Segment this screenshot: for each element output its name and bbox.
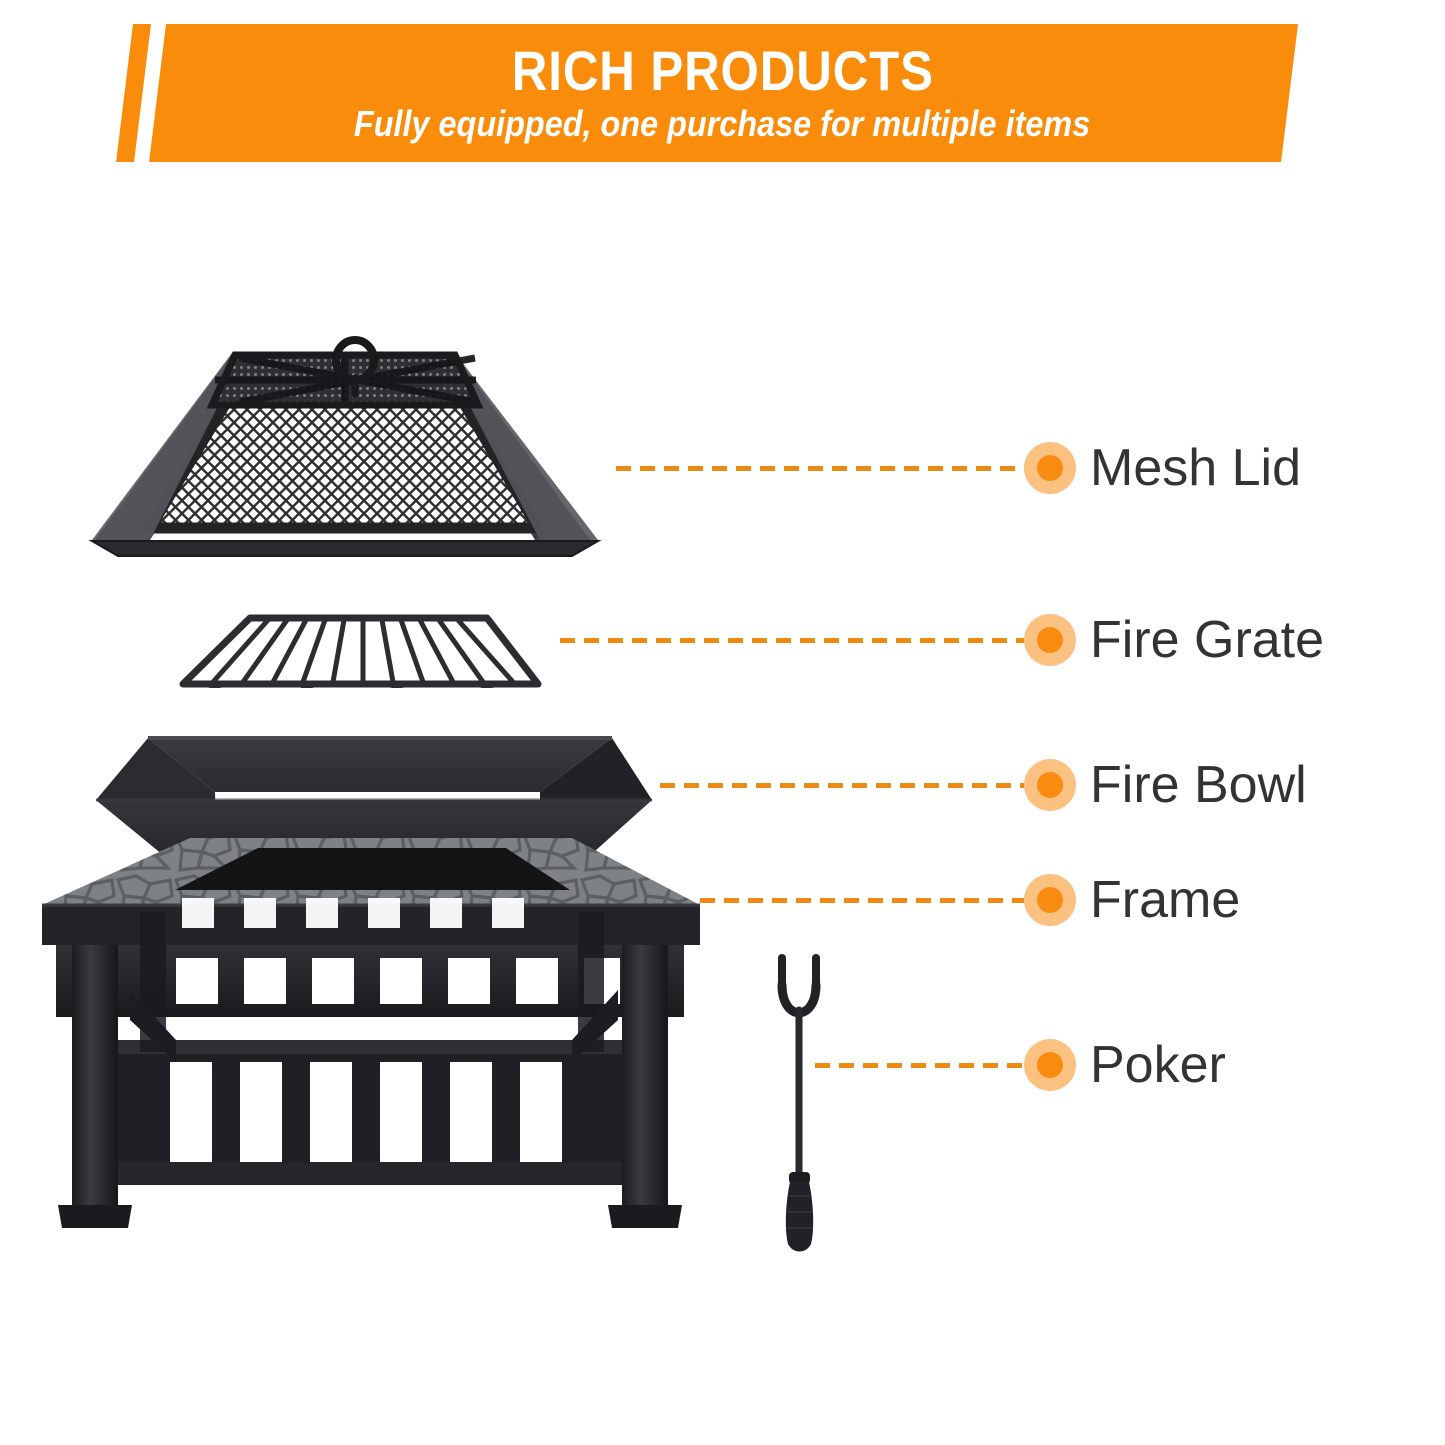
callout-label-mesh-lid: Mesh Lid — [1090, 439, 1301, 497]
leader-line-fire-bowl — [660, 783, 1050, 788]
leader-line-fire-grate — [560, 638, 1050, 643]
callout-marker-mesh-lid[interactable] — [1024, 442, 1076, 494]
callout-label-poker: Poker — [1090, 1036, 1226, 1094]
leader-line-frame — [700, 898, 1050, 903]
callout-marker-frame[interactable] — [1024, 874, 1076, 926]
frame-graphic — [42, 838, 700, 1228]
callout-marker-fire-grate[interactable] — [1024, 614, 1076, 666]
fire-grate-graphic — [179, 614, 542, 688]
callout-marker-poker[interactable] — [1024, 1039, 1076, 1091]
callout-label-fire-grate: Fire Grate — [1090, 611, 1325, 669]
mesh-lid-graphic — [88, 336, 602, 557]
callout-label-frame: Frame — [1090, 871, 1241, 929]
callout-label-fire-bowl: Fire Bowl — [1090, 756, 1307, 814]
leader-line-poker — [815, 1063, 1050, 1068]
poker-graphic — [777, 954, 821, 1252]
callout-marker-fire-bowl[interactable] — [1024, 759, 1076, 811]
leader-line-mesh-lid — [616, 466, 1050, 471]
